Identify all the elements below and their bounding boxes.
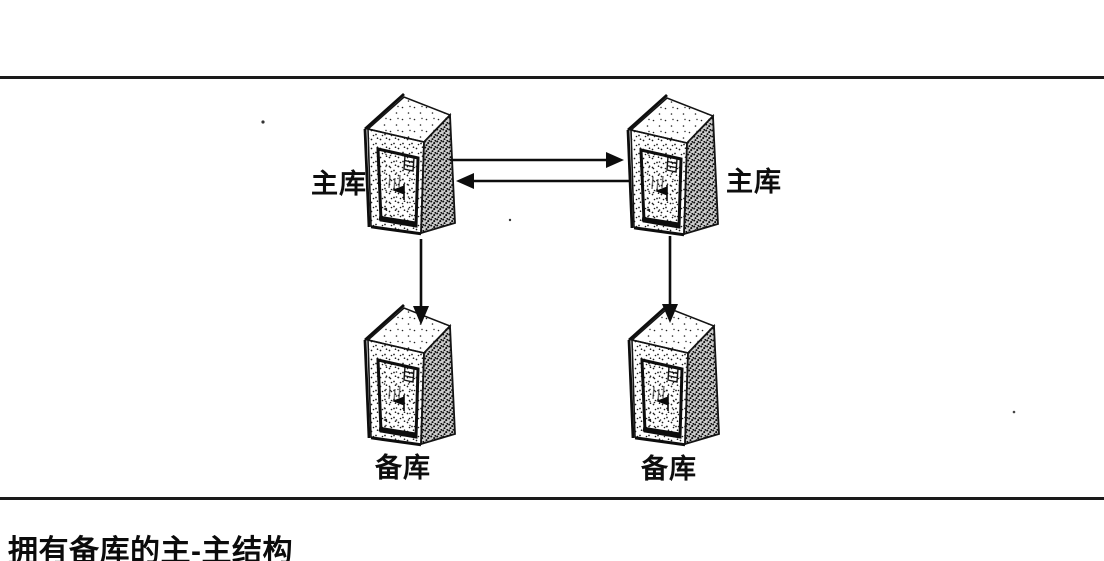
server-tower-icon bbox=[352, 92, 458, 238]
node-master-right bbox=[615, 93, 721, 239]
figure-top-rule bbox=[0, 76, 1104, 79]
node-label-replica-right: 备库 bbox=[641, 454, 697, 484]
node-master-left bbox=[352, 92, 458, 238]
arrow-master-left-to-master-right bbox=[450, 152, 624, 168]
figure-bottom-rule bbox=[0, 497, 1104, 500]
scan-speck bbox=[1012, 410, 1016, 414]
node-replica-left bbox=[352, 303, 458, 449]
server-tower-icon bbox=[352, 303, 458, 449]
node-label-master-left: 主库 bbox=[311, 169, 367, 199]
scan-speck bbox=[508, 218, 512, 222]
server-tower-icon bbox=[616, 303, 722, 449]
figure-caption: 拥有备库的主-主结构 bbox=[8, 535, 293, 561]
node-replica-right bbox=[616, 303, 722, 449]
scan-speck bbox=[261, 120, 265, 124]
node-label-master-right: 主库 bbox=[726, 167, 782, 197]
server-tower-icon bbox=[615, 93, 721, 239]
node-label-replica-left: 备库 bbox=[375, 453, 431, 483]
arrow-master-right-to-master-left bbox=[456, 173, 631, 189]
